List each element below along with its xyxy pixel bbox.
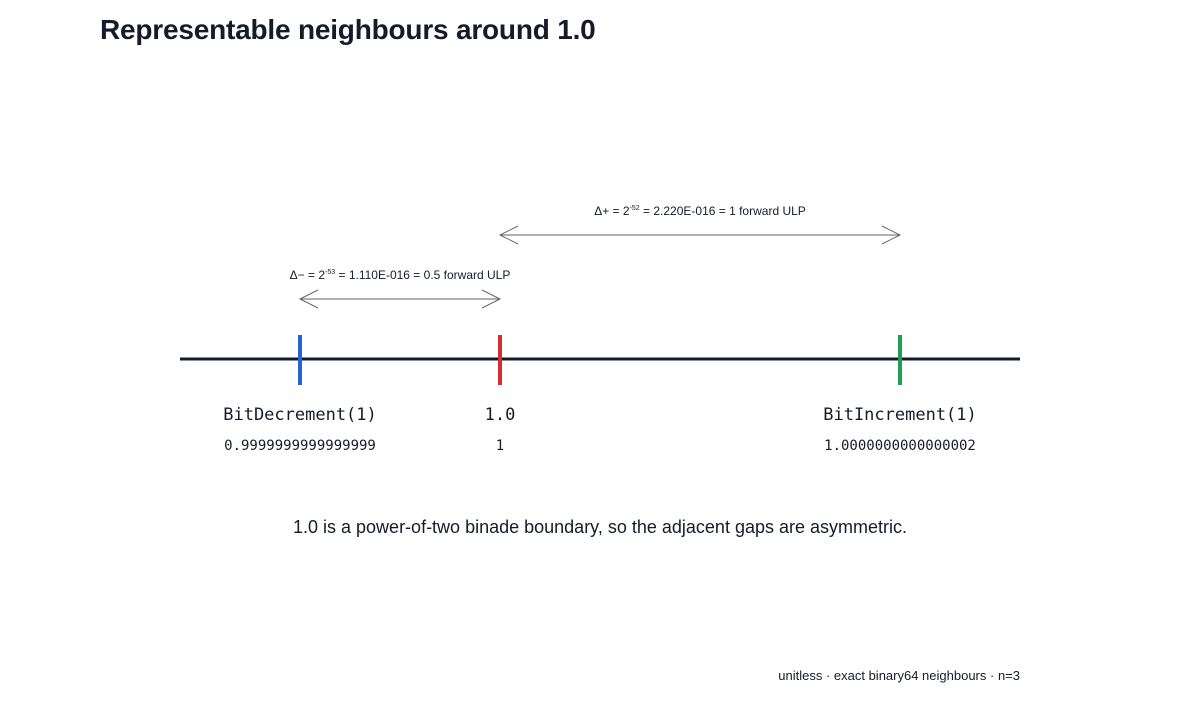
page-title: Representable neighbours around 1.0 — [100, 14, 596, 45]
diagram-caption: 1.0 is a power-of-two binade boundary, s… — [293, 517, 907, 537]
delta-minus-arrow — [298, 289, 502, 309]
point-label-bit-increment: BitIncrement(1) — [823, 405, 977, 425]
delta-minus-label: Δ− = 2-53 = 1.110E-016 = 0.5 forward ULP — [290, 268, 511, 282]
delta-plus-arrow — [498, 225, 902, 245]
point-label-one: 1.0 — [485, 405, 516, 425]
footnote: unitless · exact binary64 neighbours · n… — [778, 668, 1020, 683]
point-value-bit-increment: 1.0000000000000002 — [824, 438, 976, 454]
point-value-one: 1 — [496, 438, 504, 454]
point-label-bit-decrement: BitDecrement(1) — [223, 405, 377, 425]
delta-plus-label: Δ+ = 2-52 = 2.220E-016 = 1 forward ULP — [594, 204, 806, 218]
point-value-bit-decrement: 0.9999999999999999 — [224, 438, 376, 454]
